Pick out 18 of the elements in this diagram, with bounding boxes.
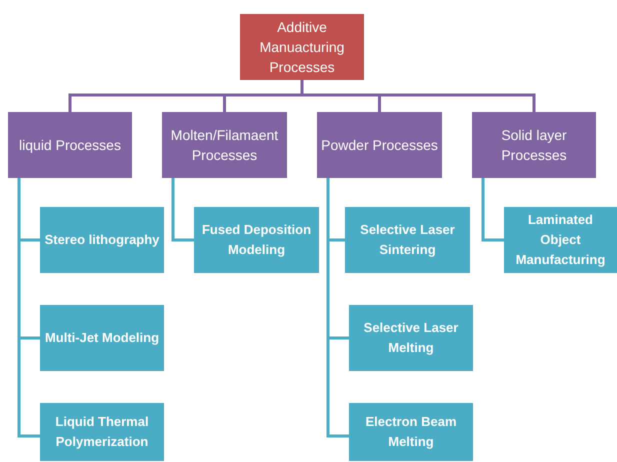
- process-box: Liquid Thermal Polymerization: [40, 403, 164, 461]
- connector-line: [300, 80, 536, 112]
- connector-line: [482, 178, 504, 242]
- process-box: Selective Laser Sintering: [345, 207, 470, 273]
- category-box: Solid layer Processes: [472, 112, 596, 178]
- process-box: Stereo lithography: [40, 207, 164, 273]
- category-box: liquid Processes: [8, 112, 132, 178]
- root-process-box: Additive Manuacturing Processes: [240, 14, 364, 80]
- connector-line: [326, 178, 349, 438]
- category-box: Powder Processes: [317, 112, 442, 178]
- connector-line: [18, 178, 40, 438]
- process-box: Selective Laser Melting: [349, 305, 473, 371]
- category-box: Molten/Filamaent Processes: [162, 112, 287, 178]
- process-box: Fused Deposition Modeling: [194, 207, 319, 273]
- process-box: Laminated Object Manufacturing: [504, 207, 617, 273]
- connector-line: [172, 178, 194, 242]
- process-box: Multi-Jet Modeling: [40, 305, 164, 371]
- process-box: Electron Beam Melting: [349, 403, 473, 461]
